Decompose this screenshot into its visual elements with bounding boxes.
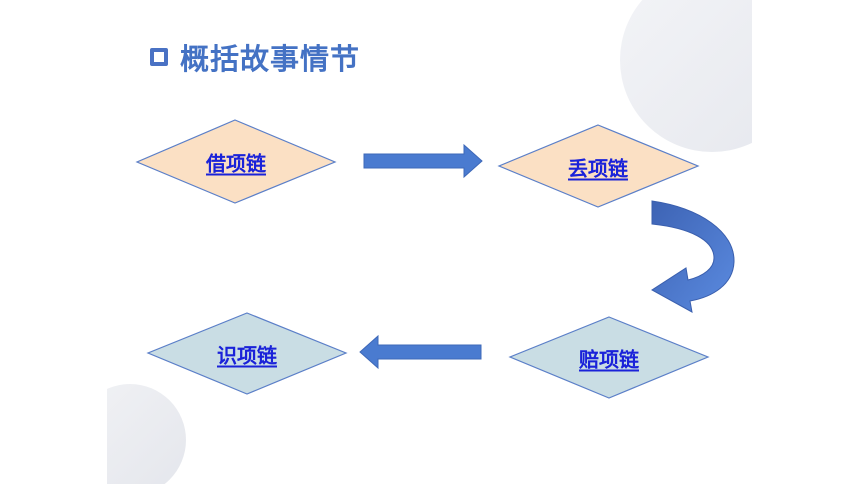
decorative-circle-bottom-left	[107, 384, 186, 484]
node-link-recognize[interactable]: 识项链	[217, 343, 277, 368]
curved-arrow-icon	[651, 200, 735, 313]
node-link-lose[interactable]: 丢项链	[568, 156, 628, 181]
diamond-lose	[497, 124, 700, 208]
diamond-compensate	[508, 316, 710, 399]
arrow-left-icon	[359, 334, 482, 370]
square-bullet-icon	[150, 48, 168, 66]
node-link-compensate[interactable]: 赔项链	[579, 347, 639, 372]
decorative-circle-top-right	[620, 0, 752, 152]
diamond-recognize	[146, 312, 348, 395]
diamond-borrow	[135, 119, 337, 204]
title-text: 概括故事情节	[180, 42, 361, 76]
node-link-borrow[interactable]: 借项链	[206, 151, 266, 176]
slide-title: 概括故事情节	[150, 34, 360, 80]
arrow-right-icon	[363, 143, 483, 179]
